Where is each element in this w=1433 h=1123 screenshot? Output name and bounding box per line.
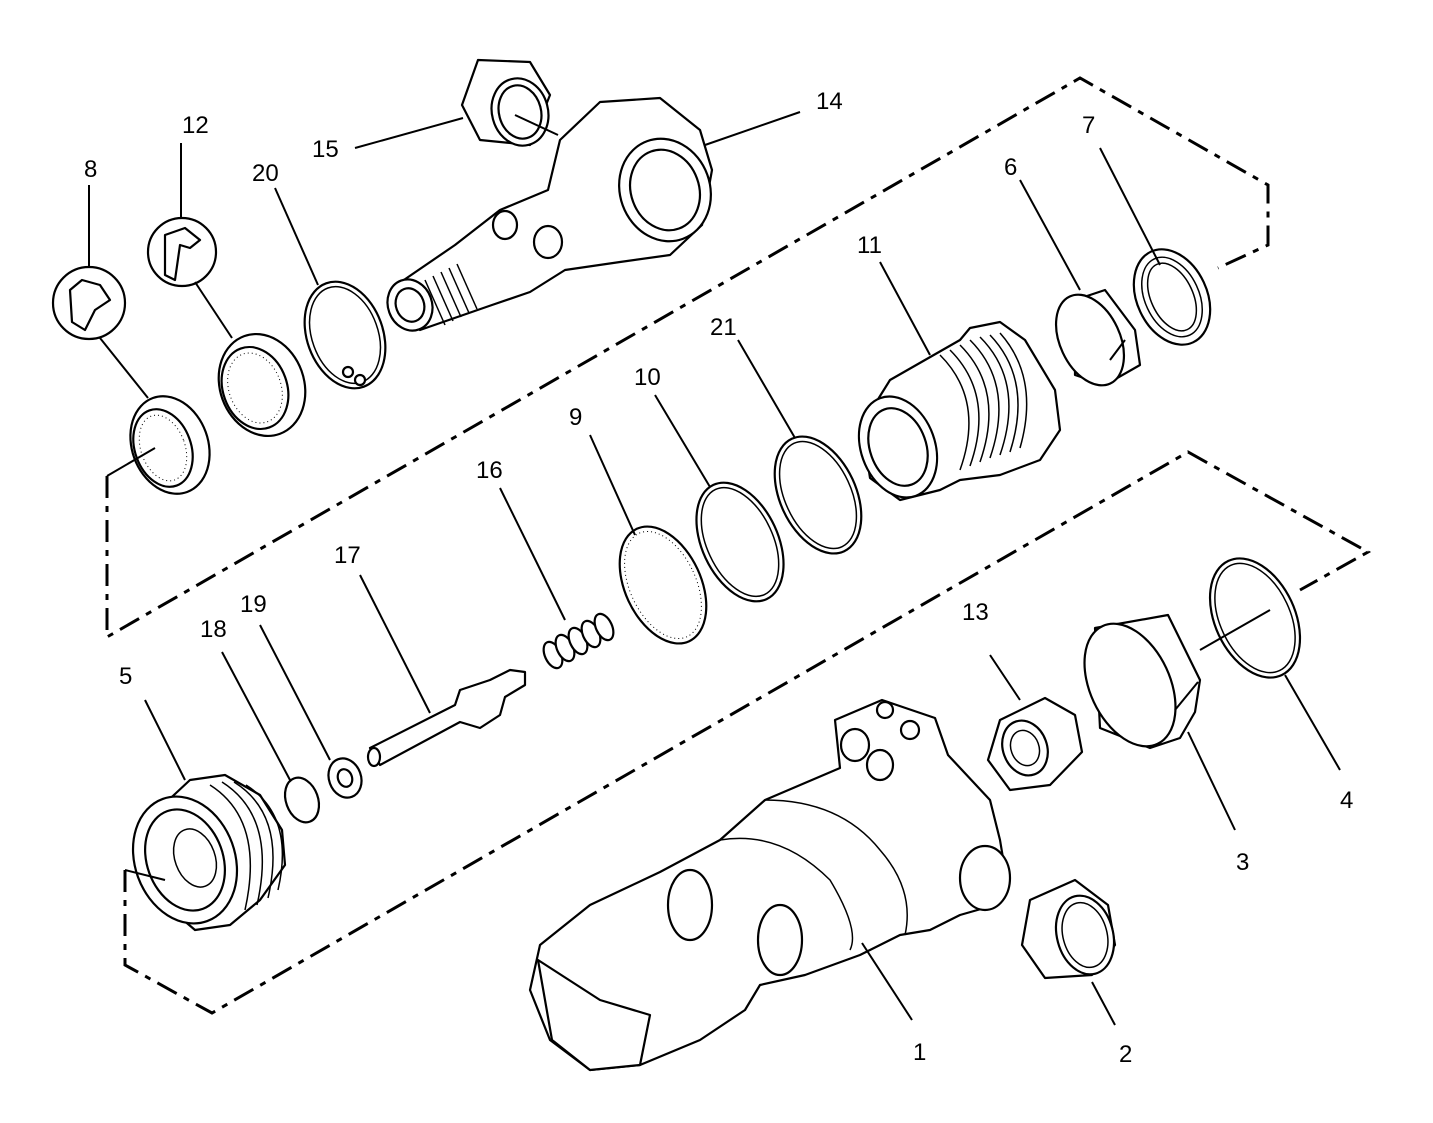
callout-21: 21 [710, 314, 737, 341]
callout-6: 6 [1004, 154, 1017, 181]
callout-18: 18 [200, 616, 227, 643]
part-17-pin [366, 668, 527, 768]
part-15-bushing [460, 58, 552, 147]
callout-15: 15 [312, 136, 339, 163]
part-21-oring [773, 435, 863, 555]
callout-5: 5 [119, 663, 132, 690]
callout-17: 17 [334, 542, 361, 569]
callout-2: 2 [1119, 1041, 1132, 1068]
callout-7: 7 [1082, 112, 1095, 139]
callout-19: 19 [240, 591, 267, 618]
part-10-oring [695, 481, 785, 603]
part-3-wear-band [1083, 613, 1202, 750]
part-19-washer [327, 757, 363, 799]
part-7-seal [1132, 248, 1212, 346]
part-16-spring [542, 612, 615, 670]
part-14-rod-eye [386, 96, 714, 332]
callout-14: 14 [816, 88, 843, 115]
part-1-cylinder-body [528, 698, 1012, 1072]
part-8-wiper [51, 265, 211, 495]
part-11-piston [857, 320, 1062, 502]
part-6-wear-ring [1054, 288, 1142, 387]
callout-10: 10 [634, 364, 661, 391]
leader-lines [88, 111, 1341, 1026]
callout-3: 3 [1236, 849, 1249, 876]
part-5-head [131, 773, 287, 932]
callout-labels: 1 2 3 4 5 6 7 8 9 10 11 12 13 14 15 16 1… [84, 88, 1353, 1068]
callout-16: 16 [476, 457, 503, 484]
part-18-ring [283, 776, 321, 824]
callout-9: 9 [569, 404, 582, 431]
part-9-oring [618, 525, 708, 645]
callout-13: 13 [962, 599, 989, 626]
callout-1: 1 [913, 1039, 926, 1066]
part-2-bushing [1020, 878, 1117, 980]
assembly-dash-lines [105, 76, 1372, 1015]
callout-4: 4 [1340, 787, 1353, 814]
part-13-nut [986, 696, 1084, 792]
part-20-snap-ring [303, 280, 387, 390]
part-12-seal [146, 216, 307, 438]
callout-8: 8 [84, 156, 97, 183]
callout-11: 11 [857, 232, 882, 259]
callout-20: 20 [252, 160, 279, 187]
callout-12: 12 [182, 112, 209, 139]
